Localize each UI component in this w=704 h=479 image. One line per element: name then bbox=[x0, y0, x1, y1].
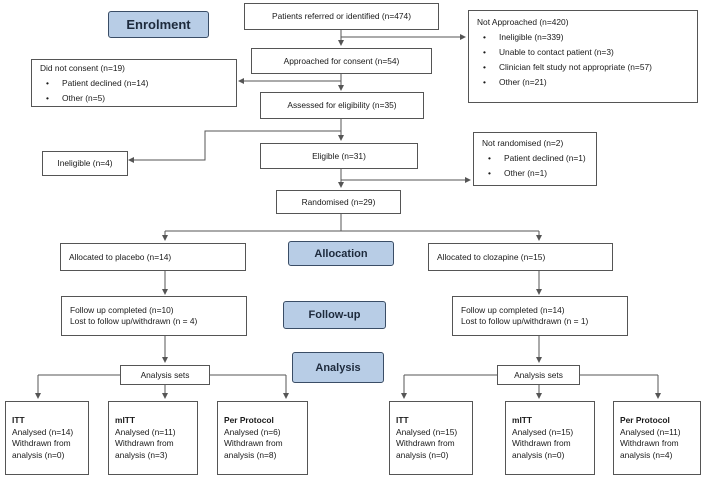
set-withdrawn: Withdrawn from bbox=[512, 438, 571, 448]
set-withdrawn-count: analysis (n=0) bbox=[12, 449, 65, 460]
box-clozapine-itt: ITT Analysed (n=15) Withdrawn from analy… bbox=[389, 401, 473, 475]
box-analysis-sets-placebo: Analysis sets bbox=[120, 365, 210, 385]
stage-follow-up: Follow-up bbox=[283, 301, 386, 329]
box-placebo-per-protocol: Per Protocol Analysed (n=6) Withdrawn fr… bbox=[217, 401, 308, 475]
box-referred: Patients referred or identified (n=474) bbox=[244, 3, 439, 30]
box-randomised: Randomised (n=29) bbox=[276, 190, 401, 214]
set-analysed: Analysed (n=15) bbox=[396, 426, 458, 437]
box-analysis-sets-clozapine: Analysis sets bbox=[497, 365, 580, 385]
box-assessed: Assessed for eligibility (n=35) bbox=[260, 92, 424, 119]
box-not-randomised: Not randomised (n=2) Patient declined (n… bbox=[473, 132, 597, 186]
set-analysed: Analysed (n=11) bbox=[620, 426, 681, 437]
list-item: Ineligible (n=339) bbox=[477, 30, 697, 45]
set-withdrawn-count: analysis (n=0) bbox=[396, 449, 449, 460]
list-item: Unable to contact patient (n=3) bbox=[477, 45, 697, 60]
set-analysed: Analysed (n=11) bbox=[115, 426, 176, 437]
list-item: Patient declined (n=1) bbox=[482, 151, 596, 166]
list-item: Other (n=21) bbox=[477, 75, 697, 90]
not-randomised-list: Patient declined (n=1) Other (n=1) bbox=[482, 151, 596, 181]
set-withdrawn: Withdrawn from bbox=[620, 438, 679, 448]
set-withdrawn-count: analysis (n=3) bbox=[115, 449, 168, 460]
set-title: ITT bbox=[396, 415, 409, 425]
set-withdrawn: Withdrawn from bbox=[224, 438, 283, 448]
followup-completed: Follow up completed (n=10) bbox=[70, 305, 174, 315]
set-title: mITT bbox=[512, 415, 533, 425]
set-withdrawn: Withdrawn from bbox=[115, 438, 174, 448]
box-did-not-consent: Did not consent (n=19) Patient declined … bbox=[31, 59, 237, 107]
box-clozapine-per-protocol: Per Protocol Analysed (n=11) Withdrawn f… bbox=[613, 401, 701, 475]
set-title: Per Protocol bbox=[620, 415, 670, 425]
set-withdrawn-count: analysis (n=0) bbox=[512, 449, 565, 460]
followup-lost: Lost to follow up/withdrawn (n = 1) bbox=[461, 316, 589, 326]
box-allocated-clozapine: Allocated to clozapine (n=15) bbox=[428, 243, 613, 271]
set-analysed: Analysed (n=6) bbox=[224, 426, 281, 437]
set-title: ITT bbox=[12, 415, 25, 425]
followup-lost: Lost to follow up/withdrawn (n = 4) bbox=[70, 316, 198, 326]
box-placebo-itt: ITT Analysed (n=14) Withdrawn from analy… bbox=[5, 401, 89, 475]
followup-completed: Follow up completed (n=14) bbox=[461, 305, 565, 315]
stage-enrolment: Enrolment bbox=[108, 11, 209, 38]
list-item: Other (n=1) bbox=[482, 166, 596, 181]
list-item: Clinician felt study not appropriate (n=… bbox=[477, 60, 697, 75]
set-withdrawn-count: analysis (n=4) bbox=[620, 449, 673, 460]
set-analysed: Analysed (n=15) bbox=[512, 426, 574, 437]
box-clozapine-mitt: mITT Analysed (n=15) Withdrawn from anal… bbox=[505, 401, 595, 475]
box-not-approached: Not Approached (n=420) Ineligible (n=339… bbox=[468, 10, 698, 103]
set-withdrawn-count: analysis (n=8) bbox=[224, 449, 277, 460]
list-item: Patient declined (n=14) bbox=[40, 76, 236, 91]
set-title: Per Protocol bbox=[224, 415, 274, 425]
stage-allocation: Allocation bbox=[288, 241, 394, 266]
box-ineligible: Ineligible (n=4) bbox=[42, 151, 128, 176]
not-approached-title: Not Approached (n=420) bbox=[477, 17, 569, 27]
set-title: mITT bbox=[115, 415, 136, 425]
list-item: Other (n=5) bbox=[40, 91, 236, 106]
set-withdrawn: Withdrawn from bbox=[12, 438, 71, 448]
stage-analysis: Analysis bbox=[292, 352, 384, 383]
set-withdrawn: Withdrawn from bbox=[396, 438, 455, 448]
line-to-ineligible bbox=[128, 130, 341, 163]
did-not-consent-title: Did not consent (n=19) bbox=[40, 63, 125, 73]
box-placebo-mitt: mITT Analysed (n=11) Withdrawn from anal… bbox=[108, 401, 198, 475]
set-analysed: Analysed (n=14) bbox=[12, 426, 74, 437]
not-approached-list: Ineligible (n=339) Unable to contact pat… bbox=[477, 30, 697, 90]
box-followup-placebo: Follow up completed (n=10) Lost to follo… bbox=[61, 296, 247, 336]
allocated-clozapine-label: Allocated to clozapine (n=15) bbox=[437, 251, 546, 262]
allocated-placebo-label: Allocated to placebo (n=14) bbox=[69, 251, 172, 262]
box-approached: Approached for consent (n=54) bbox=[251, 48, 432, 74]
box-allocated-placebo: Allocated to placebo (n=14) bbox=[60, 243, 246, 271]
not-randomised-title: Not randomised (n=2) bbox=[482, 138, 564, 148]
box-eligible: Eligible (n=31) bbox=[260, 143, 418, 169]
box-followup-clozapine: Follow up completed (n=14) Lost to follo… bbox=[452, 296, 628, 336]
did-not-consent-list: Patient declined (n=14) Other (n=5) bbox=[40, 76, 236, 106]
